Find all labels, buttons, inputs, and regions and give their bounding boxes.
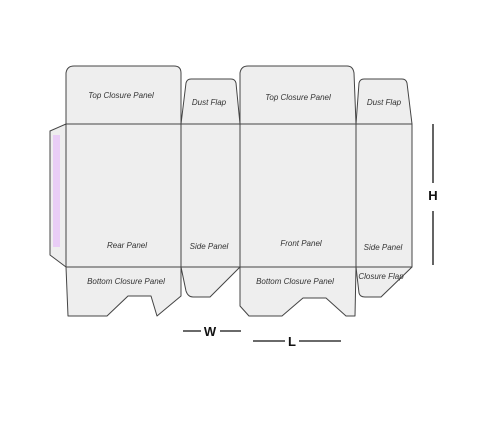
bottom-closure-panel-left xyxy=(65,266,182,317)
label-top-closure-left: Top Closure Panel xyxy=(88,91,154,100)
svg-text:L: L xyxy=(288,334,296,349)
top-closure-panel-right xyxy=(239,65,357,125)
glue-strip xyxy=(53,135,60,247)
label-bottom-closure-left: Bottom Closure Panel xyxy=(87,277,165,286)
svg-text:W: W xyxy=(204,324,217,339)
top-closure-panel-left xyxy=(65,65,182,125)
closure-flap-right xyxy=(355,266,413,298)
label-side-panel-right: Side Panel xyxy=(364,243,403,252)
dimension-height: H xyxy=(428,124,438,265)
svg-text:H: H xyxy=(428,188,437,203)
dust-flap-left xyxy=(180,78,241,125)
label-dust-flap-left: Dust Flap xyxy=(192,98,227,107)
bottom-flap-left xyxy=(180,266,241,298)
dimension-width: W xyxy=(183,324,241,339)
bottom-closure-panel-right xyxy=(239,266,357,317)
dimension-length: L xyxy=(253,334,341,349)
label-closure-flap: Closure Flap xyxy=(358,272,404,281)
label-top-closure-right: Top Closure Panel xyxy=(265,93,331,102)
label-side-panel-left: Side Panel xyxy=(190,242,229,251)
label-bottom-closure-right: Bottom Closure Panel xyxy=(256,277,334,286)
label-front-panel: Front Panel xyxy=(280,239,322,248)
dust-flap-right xyxy=(355,78,413,125)
label-rear-panel: Rear Panel xyxy=(107,241,147,250)
label-dust-flap-right: Dust Flap xyxy=(367,98,402,107)
